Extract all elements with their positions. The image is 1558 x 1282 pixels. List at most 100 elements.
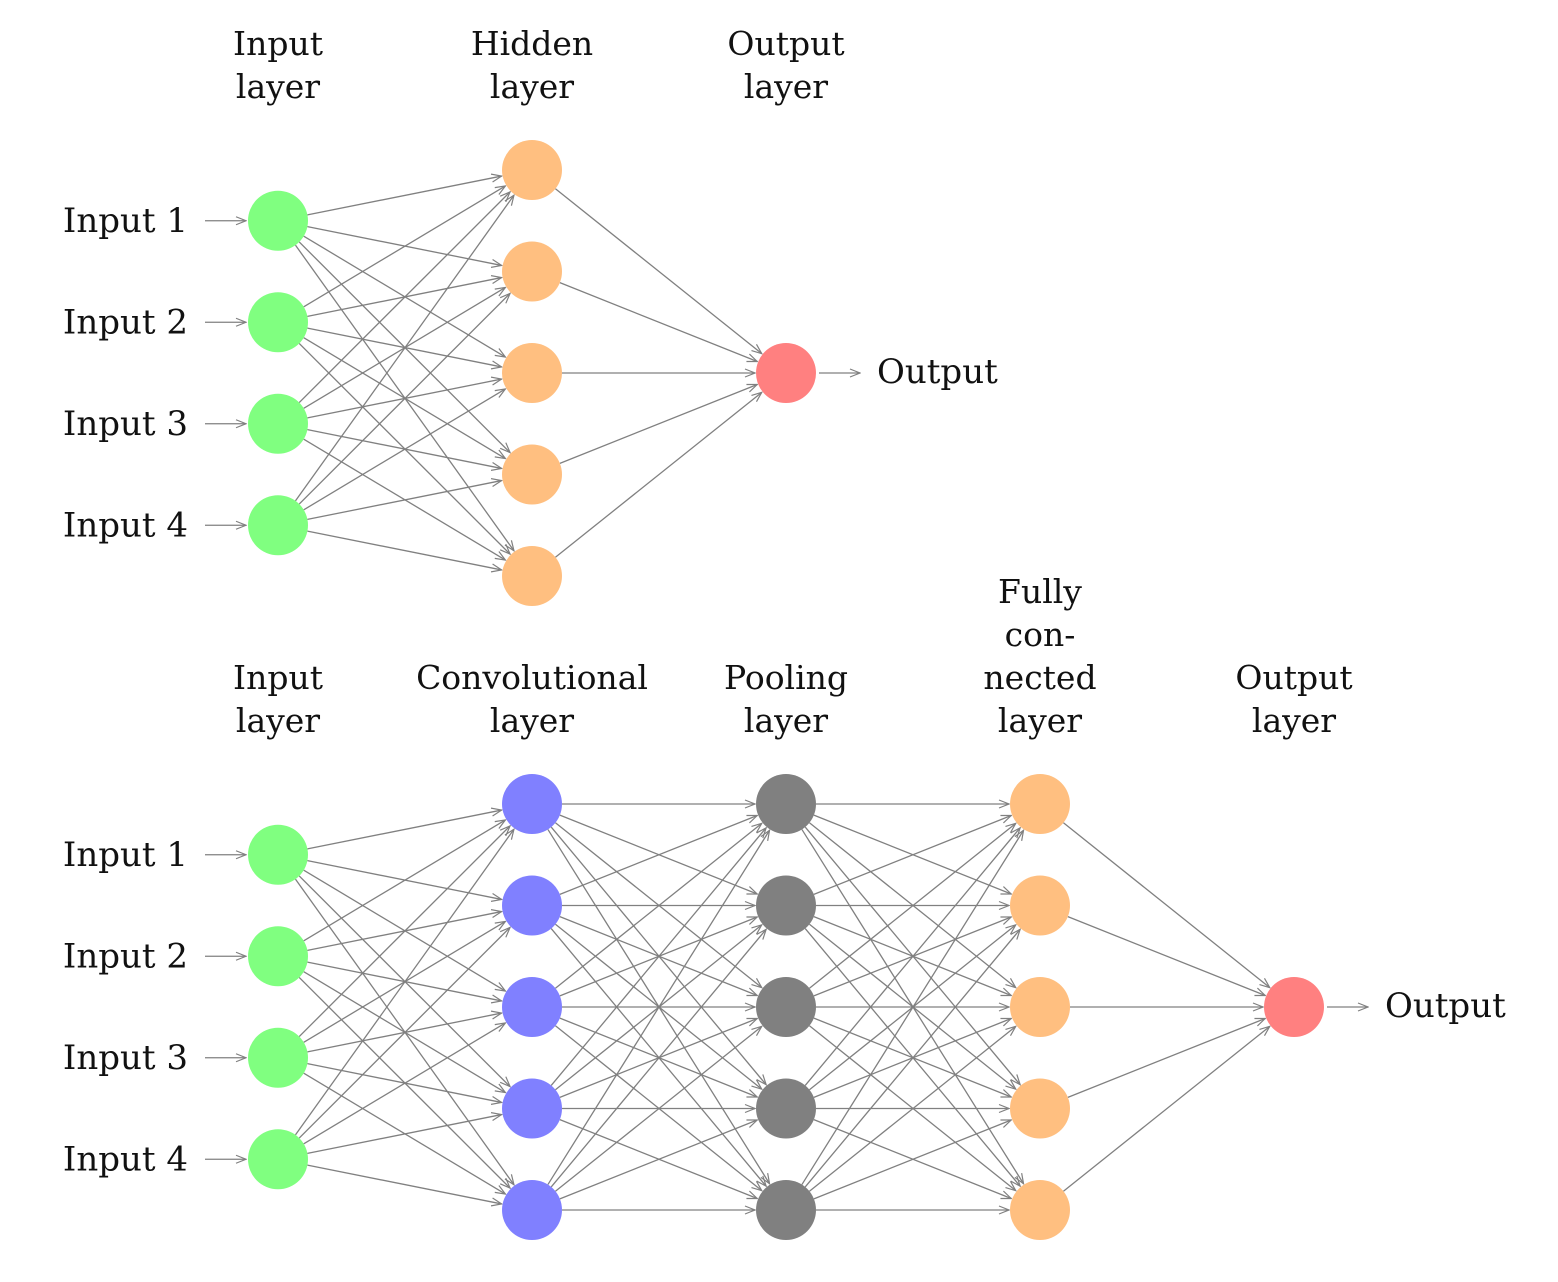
top-input-label-2: Input 2 (63, 302, 188, 342)
bottom-convolutional-node-1 (502, 774, 562, 834)
top-edge-l0-n3-to-n3 (307, 481, 501, 521)
bottom-layer-title-2-line-1: Convolutional (416, 658, 648, 697)
bottom-edge-l0-n0-to-n0 (307, 810, 501, 850)
bottom-layer-title-4-line-2: con- (1005, 615, 1076, 654)
top-input-label-1: Input 1 (63, 201, 188, 241)
bottom-pooling-node-2 (756, 875, 816, 936)
top-output-layer (756, 343, 816, 403)
top-layer-title-2: Hidden layer (471, 24, 593, 106)
bottom-input-layer (248, 824, 308, 1190)
bottom-input-node-3 (248, 1027, 308, 1088)
bottom-input-label-3: Input 3 (63, 1038, 188, 1078)
top-edge-l1-n1-to-n0 (559, 282, 757, 362)
bottom-fully-connected-node-5 (1010, 1180, 1070, 1240)
top-edge-l1-n0-to-n0 (555, 188, 761, 354)
bottom-edge-l0-n3-to-n0 (294, 829, 514, 1136)
top-output-label: Output (877, 352, 998, 392)
bottom-edge-l2-n1-to-n0 (813, 816, 1011, 895)
bottom-layer-title-5-line-2: layer (1252, 701, 1336, 740)
bottom-edge-l3-n3-to-n0 (1067, 1019, 1265, 1098)
top-layer-title-3-line-2: layer (744, 67, 828, 106)
top-input-node-1 (248, 190, 308, 251)
top-layer-title-3-line-1: Output (727, 24, 844, 63)
bottom-edge-l1-n2-to-n0 (555, 823, 761, 989)
top-layer-title-1-line-2: layer (236, 67, 320, 106)
top-layer-title-2-line-2: layer (490, 67, 574, 106)
bottom-edge-l1-n4-to-n1 (550, 929, 766, 1188)
top-hidden-layer (502, 140, 562, 606)
bottom-layer-title-4-line-3: nected (983, 658, 1096, 697)
bottom-edge-l0-n2-to-n0 (298, 826, 510, 1038)
top-input-node-4 (248, 495, 308, 556)
bottom-convolutional-node-3 (502, 977, 562, 1037)
bottom-input-label-1: Input 1 (63, 835, 188, 875)
bottom-pooling-node-4 (756, 1078, 816, 1139)
top-input-label-3: Input 3 (63, 404, 188, 444)
bottom-layer-title-5-line-1: Output (1235, 658, 1352, 697)
bottom-edge-l3-n0-to-n0 (1063, 822, 1269, 988)
bottom-input-label-2: Input 2 (63, 936, 188, 976)
bottom-layer-title-3-line-1: Pooling (724, 658, 848, 697)
bottom-edge-l0-n3-to-n1 (298, 927, 510, 1139)
bottom-edge-l1-n4-to-n0 (547, 830, 770, 1185)
bottom-edge-l0-n3-to-n4 (307, 1164, 501, 1204)
bottom-edge-l1-n1-to-n0 (559, 816, 757, 895)
bottom-edge-l2-n4-to-n2 (809, 1026, 1015, 1192)
bottom-layer-title-1-line-1: Input (233, 658, 323, 697)
bottom-layer-title-3: Pooling layer (724, 658, 848, 740)
top-layer-title-2-line-1: Hidden (471, 24, 593, 63)
top-hidden-node-2 (502, 241, 562, 302)
top-hidden-node-4 (502, 444, 562, 505)
bottom-input-node-2 (248, 926, 308, 987)
top-input-node-3 (248, 393, 308, 454)
bottom-edges (294, 804, 1269, 1210)
top-edge-l0-n0-to-n0 (307, 176, 501, 216)
bottom-pooling-layer (756, 774, 816, 1240)
bottom-edge-l0-n1-to-n0 (303, 820, 506, 942)
bottom-edge-l1-n3-to-n0 (550, 828, 766, 1086)
top-edge-l0-n3-to-n0 (294, 195, 514, 502)
bottom-edge-l0-n3-to-n3 (307, 1115, 501, 1155)
bottom-fully-connected-node-3 (1010, 977, 1070, 1037)
top-edge-l0-n3-to-n4 (307, 530, 501, 570)
top-edge-l1-n4-to-n0 (555, 392, 761, 558)
top-edge-l1-n3-to-n0 (559, 385, 757, 464)
top-layer-title-3: Output layer (727, 24, 844, 106)
top-edges (294, 176, 761, 570)
top-input-label-4: Input 4 (63, 505, 188, 545)
bottom-edge-l2-n4-to-n3 (813, 1120, 1011, 1200)
top-input-layer (248, 190, 308, 556)
bottom-output-node-1 (1264, 977, 1324, 1037)
bottom-layer-title-3-line-2: layer (744, 701, 828, 740)
bottom-layer-title-1: Input layer (233, 658, 323, 740)
bottom-input-label-4: Input 4 (63, 1139, 188, 1179)
bottom-edge-l2-n4-to-n1 (804, 929, 1020, 1188)
bottom-layer-title-2: Convolutional layer (416, 658, 648, 740)
bottom-convolutional-layer (502, 774, 562, 1240)
bottom-layer-title-4-line-4: layer (998, 701, 1082, 740)
bottom-layer-title-5: Output layer (1235, 658, 1352, 740)
bottom-pooling-node-5 (756, 1180, 816, 1240)
bottom-layer-title-1-line-2: layer (236, 701, 320, 740)
bottom-edge-l3-n4-to-n0 (1063, 1026, 1269, 1192)
top-edge-l0-n1-to-n0 (303, 186, 506, 308)
top-edge-l0-n3-to-n2 (303, 389, 506, 511)
convolutional-network-diagram: Input layer Convolutional layer Pooling layer… (63, 572, 1506, 1240)
top-hidden-node-1 (502, 140, 562, 200)
bottom-pooling-node-1 (756, 774, 816, 834)
bottom-input-node-4 (248, 1129, 308, 1190)
bottom-edge-l3-n1-to-n0 (1067, 916, 1265, 996)
bottom-fully-connected-node-1 (1010, 774, 1070, 834)
bottom-convolutional-node-5 (502, 1180, 562, 1240)
bottom-output-label: Output (1385, 986, 1506, 1026)
top-hidden-node-3 (502, 343, 562, 403)
top-output-node-1 (756, 343, 816, 403)
bottom-edge-l2-n2-to-n0 (809, 823, 1015, 989)
bottom-convolutional-node-4 (502, 1078, 562, 1139)
bottom-fully-connected-layer (1010, 774, 1070, 1240)
bottom-layer-title-2-line-2: layer (490, 701, 574, 740)
bottom-edge-l1-n4-to-n3 (559, 1120, 757, 1200)
